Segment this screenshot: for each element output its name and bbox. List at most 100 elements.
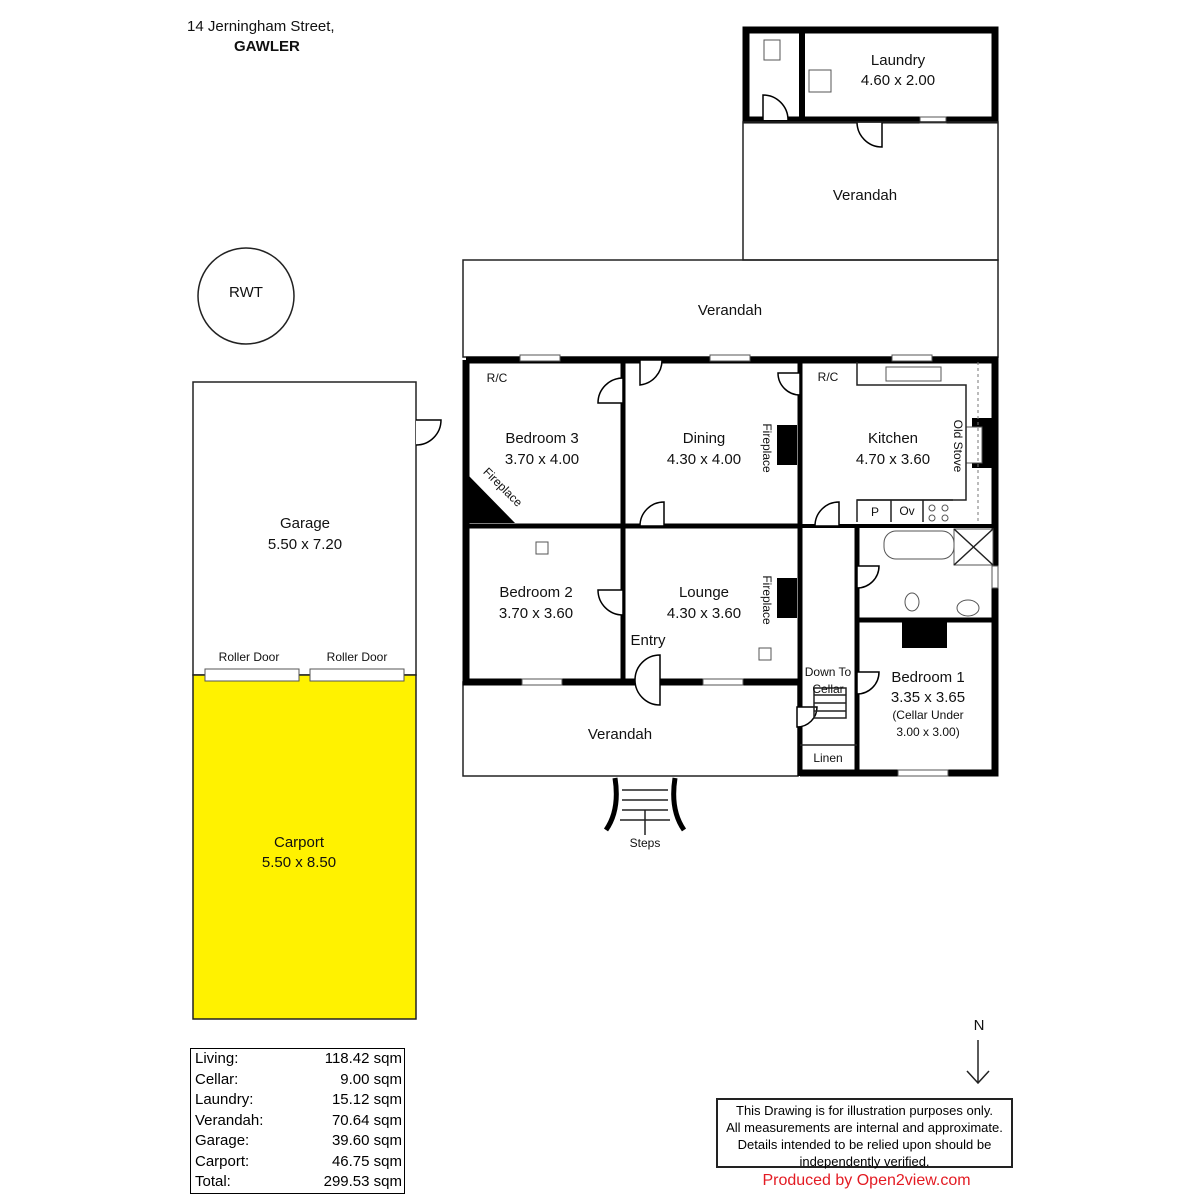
bedroom2-size: 3.70 x 3.60	[499, 605, 573, 622]
front-steps	[603, 777, 687, 832]
laundry-block	[742, 26, 999, 124]
disclaimer-line: independently verified.	[799, 1154, 930, 1169]
cellar-stairs	[813, 687, 847, 719]
area-label: Living:	[195, 1050, 239, 1067]
carport-size: 5.50 x 8.50	[262, 854, 336, 871]
door	[597, 589, 624, 616]
wc-door	[762, 94, 789, 121]
steps-label: Steps	[630, 836, 661, 850]
area-label: Verandah:	[195, 1111, 264, 1129]
area-label: Laundry:	[195, 1091, 254, 1108]
bedroom3-label: Bedroom 3	[505, 430, 578, 447]
area-label: Cellar:	[195, 1070, 239, 1088]
kitchen-label: Kitchen	[868, 430, 918, 447]
roller-door	[204, 668, 300, 682]
roller-door-label: Roller Door	[219, 650, 280, 664]
entry-label: Entry	[630, 632, 666, 649]
garage-door	[415, 419, 442, 446]
door	[814, 501, 840, 527]
fireplace-label: Fireplace	[760, 575, 774, 625]
bedroom2-label: Bedroom 2	[499, 584, 572, 601]
rc-label: R/C	[818, 370, 839, 384]
verandah-label: Verandah	[698, 302, 762, 319]
basin-icon	[956, 599, 980, 617]
carport	[192, 674, 417, 1020]
toilet-icon	[904, 592, 920, 612]
garage-size: 5.50 x 7.20	[268, 536, 342, 553]
old-stove-icon	[965, 426, 983, 464]
area-row: Garage: 39.60 sqm	[191, 1131, 404, 1152]
linen-label: Linen	[813, 751, 842, 765]
area-row: Laundry: 15.12 sqm	[191, 1090, 404, 1111]
bedroom1-label: Bedroom 1	[891, 669, 964, 686]
pantry-label: P	[871, 505, 879, 519]
area-value: 15.12 sqm	[331, 1091, 402, 1108]
vent-icon	[535, 541, 549, 555]
verandah-label: Verandah	[588, 726, 652, 743]
north-arrow-icon	[966, 1040, 990, 1085]
door	[777, 372, 801, 396]
bedroom1-size: 3.35 x 3.65	[891, 689, 965, 706]
area-label: Carport:	[195, 1152, 250, 1170]
laundry-label: Laundry	[871, 52, 926, 69]
area-row: Carport:46.75 sqm	[191, 1152, 404, 1173]
kitchen-sink-icon	[885, 366, 942, 382]
area-row: Verandah: 70.64 sqm	[191, 1111, 404, 1132]
suburb: GAWLER	[234, 38, 300, 55]
garage-label: Garage	[280, 515, 330, 532]
toilet-icon	[763, 39, 781, 61]
cellar-label: Down To	[805, 665, 852, 679]
door	[796, 706, 818, 728]
door	[639, 359, 663, 386]
disclaimer-line: This Drawing is for illustration purpose…	[736, 1103, 993, 1118]
area-value: 118.42 sqm	[324, 1050, 402, 1067]
bath-icon	[883, 530, 955, 560]
lounge-label: Lounge	[679, 584, 729, 601]
disclaimer-line: All measurements are internal and approx…	[726, 1120, 1003, 1135]
lounge-size: 4.30 x 3.60	[667, 605, 741, 622]
area-value: 70.64 sqm	[331, 1111, 402, 1129]
entry-door	[634, 654, 661, 706]
bedroom1-note: 3.00 x 3.00)	[896, 725, 959, 739]
area-value: 299.53 sqm	[323, 1173, 402, 1190]
rc-label: R/C	[487, 371, 508, 385]
laundry-size: 4.60 x 2.00	[861, 72, 935, 89]
disclaimer-box: This Drawing is for illustration purpose…	[716, 1098, 1013, 1169]
kitchen-bench	[856, 362, 967, 522]
laundry-door	[856, 121, 883, 148]
old-stove-label: Old Stove	[951, 420, 965, 473]
roller-door	[309, 668, 405, 682]
area-label: Total:	[195, 1173, 231, 1190]
area-value: 39.60 sqm	[331, 1132, 402, 1149]
verandah-label: Verandah	[833, 187, 897, 204]
sink-icon	[808, 69, 832, 93]
area-summary-table: Living: 118.42 sqm Cellar: 9.00 sqm Laundr…	[190, 1048, 405, 1194]
door	[856, 671, 880, 695]
rainwater-tank	[197, 247, 295, 345]
address: 14 Jerningham Street,	[187, 18, 335, 35]
dining-size: 4.30 x 4.00	[667, 451, 741, 468]
bedroom1-note: (Cellar Under	[892, 708, 963, 722]
producer-credit: Produced by Open2view.com	[762, 1172, 971, 1189]
fireplace	[469, 476, 515, 523]
bedroom3-size: 3.70 x 4.00	[505, 451, 579, 468]
area-row: Living: 118.42 sqm	[191, 1049, 404, 1070]
north-label: N	[974, 1017, 985, 1034]
roller-door-label: Roller Door	[327, 650, 388, 664]
door	[639, 501, 665, 527]
cellar-label: Cellar	[812, 682, 843, 696]
kitchen-size: 4.70 x 3.60	[856, 451, 930, 468]
door	[856, 565, 880, 589]
door	[597, 377, 624, 404]
area-row: Cellar: 9.00 sqm	[191, 1070, 404, 1091]
dining-label: Dining	[683, 430, 726, 447]
area-value: 9.00 sqm	[340, 1070, 402, 1088]
oven-label: Ov	[899, 504, 914, 518]
disclaimer-line: Details intended to be relied upon shoul…	[737, 1137, 992, 1152]
rwt-label: RWT	[229, 284, 263, 301]
carport-label: Carport	[274, 834, 325, 851]
area-label: Garage:	[195, 1132, 250, 1149]
fireplace-label: Fireplace	[760, 423, 774, 473]
area-row: Total: 299.53 sqm	[191, 1172, 404, 1193]
